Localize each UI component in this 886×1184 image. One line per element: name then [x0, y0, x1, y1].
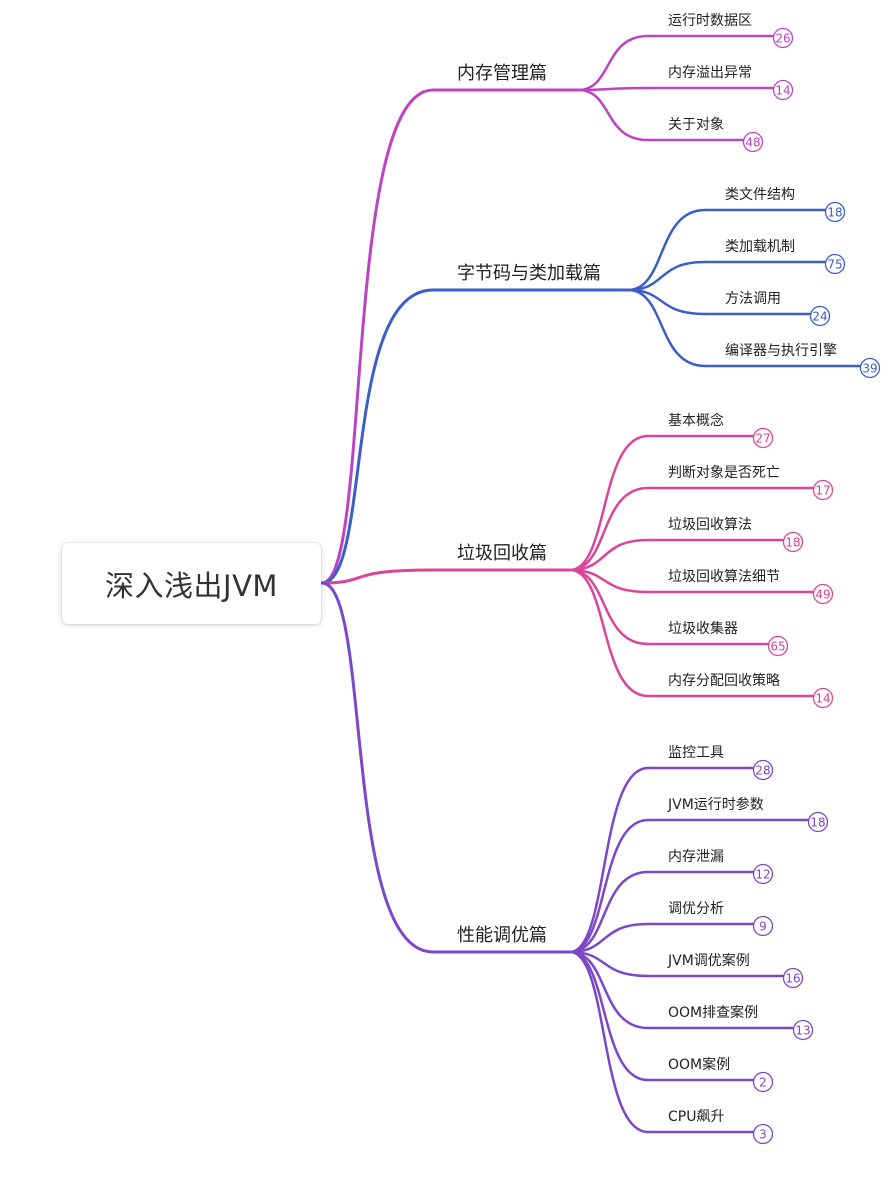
- child-label[interactable]: 内存溢出异常: [668, 65, 752, 81]
- count-badge[interactable]: [809, 305, 831, 327]
- count-badge-label: 49: [815, 588, 830, 602]
- count-badge[interactable]: [812, 583, 834, 605]
- count-badge[interactable]: [812, 479, 834, 501]
- child-connector: [568, 568, 650, 594]
- count-badge[interactable]: [752, 863, 774, 885]
- child-connector: [568, 538, 650, 572]
- child-label[interactable]: 方法调用: [725, 291, 781, 307]
- count-badge[interactable]: [772, 27, 794, 49]
- child-label[interactable]: 垃圾回收算法: [668, 517, 752, 533]
- child-label[interactable]: 编译器与执行引擎: [725, 343, 837, 359]
- count-badge[interactable]: [859, 357, 881, 379]
- count-badge-label: 18: [827, 206, 842, 220]
- count-badge[interactable]: [824, 201, 846, 223]
- count-badge-label: 14: [775, 84, 790, 98]
- count-badge[interactable]: [792, 1019, 814, 1041]
- count-badge[interactable]: [782, 531, 804, 553]
- count-badge[interactable]: [752, 427, 774, 449]
- count-badge-label: 12: [755, 868, 770, 882]
- child-label[interactable]: 运行时数据区: [668, 13, 752, 29]
- child-connector: [626, 260, 707, 292]
- child-label[interactable]: 内存泄漏: [668, 849, 724, 865]
- child-connector: [576, 86, 650, 92]
- child-label[interactable]: 类文件结构: [725, 187, 795, 203]
- count-badge-label: 28: [755, 764, 770, 778]
- child-connector: [568, 434, 650, 572]
- child-connector: [568, 818, 650, 954]
- count-badge-label: 9: [759, 920, 767, 934]
- count-badge-label: 39: [862, 362, 877, 376]
- branch-label[interactable]: 性能调优篇: [457, 925, 547, 946]
- branch-3: 垃圾回收篇 基本概念 27 判断对象是否死亡 17 垃圾回收算法 18 垃圾回收算法细节 49 垃…: [320, 412, 834, 709]
- child-label[interactable]: 调优分析: [668, 901, 724, 917]
- count-badge[interactable]: [742, 131, 764, 153]
- count-badge[interactable]: [752, 1071, 774, 1093]
- count-badge[interactable]: [767, 635, 789, 657]
- count-badge-label: 17: [815, 484, 830, 498]
- count-badge-label: 26: [775, 32, 790, 46]
- root-node[interactable]: 深入浅出JVM: [62, 543, 321, 624]
- child-label[interactable]: CPU飙升: [668, 1109, 724, 1125]
- count-badge[interactable]: [782, 967, 804, 989]
- child-connector: [568, 870, 650, 954]
- branch-2: 字节码与类加载篇 类文件结构 18 类加载机制 75 方法调用 24 编译器与执行引擎 39: [320, 187, 881, 585]
- root-connector: [320, 288, 435, 585]
- count-badge[interactable]: [807, 811, 829, 833]
- count-badge[interactable]: [752, 759, 774, 781]
- child-connector: [568, 950, 650, 1030]
- child-connector: [568, 950, 650, 1134]
- child-connector: [568, 922, 650, 954]
- count-badge[interactable]: [812, 687, 834, 709]
- branch-label[interactable]: 内存管理篇: [457, 63, 547, 84]
- count-badge-label: 65: [770, 640, 785, 654]
- count-badge[interactable]: [752, 915, 774, 937]
- child-label[interactable]: 基本概念: [668, 412, 724, 429]
- root-connector: [320, 88, 435, 585]
- count-badge-label: 27: [755, 432, 770, 446]
- count-badge-label: 18: [785, 536, 800, 550]
- count-badge-label: 75: [827, 258, 842, 272]
- count-badge[interactable]: [772, 79, 794, 101]
- child-connector: [576, 88, 650, 142]
- child-label[interactable]: 关于对象: [668, 117, 724, 133]
- root-node-label: 深入浅出JVM: [105, 568, 278, 603]
- child-connector: [626, 208, 707, 292]
- child-label[interactable]: 类加载机制: [725, 239, 795, 255]
- child-label[interactable]: 监控工具: [668, 745, 724, 761]
- child-connector: [626, 288, 707, 368]
- count-badge-label: 24: [812, 310, 827, 324]
- count-badge[interactable]: [752, 1123, 774, 1145]
- child-label[interactable]: OOM排查案例: [668, 1004, 758, 1021]
- child-label[interactable]: 判断对象是否死亡: [668, 465, 780, 481]
- count-badge-label: 16: [785, 972, 800, 986]
- branch-label[interactable]: 字节码与类加载篇: [457, 263, 601, 284]
- child-connector: [626, 288, 707, 316]
- child-label[interactable]: 垃圾回收算法细节: [668, 569, 780, 585]
- count-badge-label: 13: [795, 1024, 810, 1038]
- child-connector: [568, 950, 650, 978]
- child-label[interactable]: JVM运行时参数: [667, 796, 764, 813]
- count-badge-label: 48: [745, 136, 760, 150]
- child-label[interactable]: 垃圾收集器: [668, 620, 738, 637]
- child-label[interactable]: OOM案例: [668, 1056, 730, 1073]
- child-connector: [568, 568, 650, 646]
- child-connector: [568, 568, 650, 698]
- child-label[interactable]: 内存分配回收策略: [668, 672, 780, 689]
- count-badge-label: 2: [759, 1076, 767, 1090]
- root-connector: [320, 568, 435, 585]
- count-badge[interactable]: [824, 253, 846, 275]
- count-badge-label: 18: [810, 816, 825, 830]
- branch-1: 内存管理篇 运行时数据区 26 内存溢出异常 14 关于对象 48: [320, 13, 794, 585]
- count-badge-label: 3: [759, 1128, 767, 1142]
- branch-label[interactable]: 垃圾回收篇: [457, 543, 547, 564]
- count-badge-label: 14: [815, 692, 830, 706]
- root-connector: [320, 581, 435, 954]
- child-connector: [568, 766, 650, 954]
- child-label[interactable]: JVM调优案例: [667, 952, 750, 969]
- child-connector: [568, 486, 650, 572]
- child-connector: [576, 34, 650, 92]
